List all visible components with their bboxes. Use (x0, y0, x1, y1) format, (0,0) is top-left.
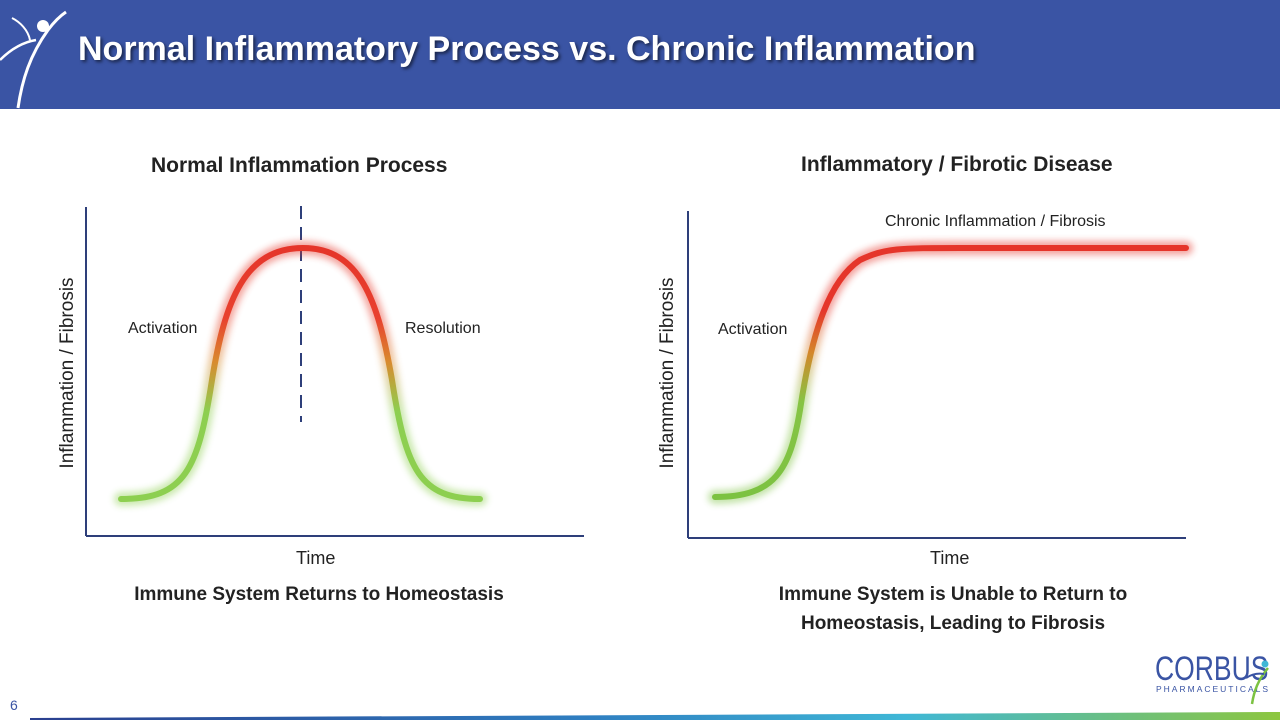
right-panel-title: Inflammatory / Fibrotic Disease (801, 153, 1113, 176)
left-caption: Immune System Returns to Homeostasis (134, 584, 504, 605)
right-caption: Immune System is Unable to Return to Hom… (720, 580, 1186, 638)
left-activation-label: Activation (128, 320, 198, 337)
left-axes (85, 207, 584, 537)
left-resolution-label: Resolution (405, 320, 481, 337)
right-axes (687, 211, 1186, 539)
right-y-axis-label: Inflammation / Fibrosis (657, 277, 678, 469)
header-bar: Normal Inflammatory Process vs. Chronic … (0, 0, 1280, 109)
brand-name: CORBUS (1155, 650, 1269, 688)
bell-curve (118, 244, 483, 502)
page-title: Normal Inflammatory Process vs. Chronic … (78, 30, 976, 68)
bell-curve-glow (114, 240, 487, 506)
right-activation-label: Activation (718, 321, 788, 338)
right-caption-line1: Immune System is Unable to Return to (778, 584, 1128, 605)
left-x-axis-label: Time (296, 548, 336, 568)
brand-logo: CORBUS PHARMACEUTICALS (1155, 652, 1280, 694)
left-panel-title: Normal Inflammation Process (151, 154, 448, 177)
brand-subtitle: PHARMACEUTICALS (1156, 684, 1271, 694)
plateau-curve (712, 245, 1189, 500)
figure-logo-icon (0, 10, 67, 109)
right-caption-line2: Homeostasis, Leading to Fibrosis (800, 613, 1106, 634)
footer-gradient-bar (30, 712, 1280, 720)
left-y-axis-label: Inflammation / Fibrosis (57, 277, 78, 469)
slide-number: 6 (10, 697, 18, 713)
right-plateau-label: Chronic Inflammation / Fibrosis (885, 213, 1106, 230)
brand-figure-icon (1245, 660, 1269, 705)
right-x-axis-label: Time (930, 548, 970, 568)
